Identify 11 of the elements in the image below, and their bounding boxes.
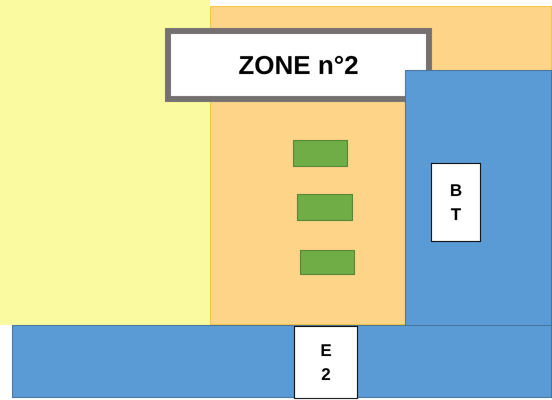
room-label-panel: [431, 163, 481, 242]
label-text: ZONE n°2: [238, 50, 359, 80]
label-text: E2: [319, 340, 333, 386]
equipment-block: [300, 250, 355, 275]
area-zone: [0, 0, 210, 325]
entrance-label-panel: [294, 326, 358, 399]
corridor-band: [12, 325, 552, 398]
equipment-block: [297, 194, 353, 221]
equipment-block: [293, 140, 348, 167]
label-text: BT: [449, 180, 463, 226]
zone-label-panel: [165, 28, 432, 102]
